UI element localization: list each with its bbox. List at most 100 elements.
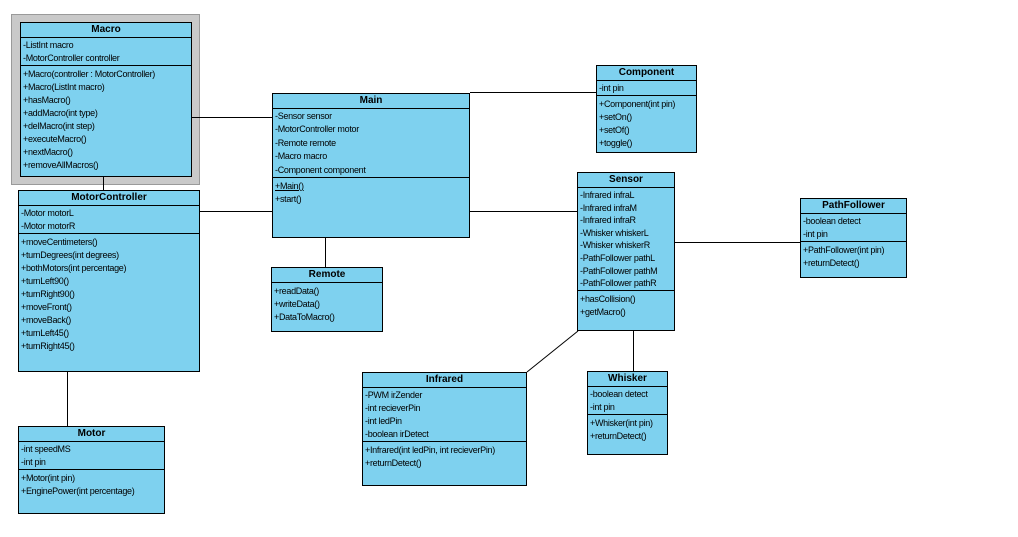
- method-row: +addMacro(int type): [23, 108, 98, 118]
- attribute-row: -int pin: [590, 402, 615, 412]
- method-row: +moveFront(): [21, 302, 72, 312]
- method-row: +returnDetect(): [365, 458, 422, 468]
- class-box-macro[interactable]: Macro -ListInt macro-MotorController con…: [20, 22, 192, 177]
- class-box-motor[interactable]: Motor -int speedMS -int pin +Motor(int pi…: [18, 426, 165, 514]
- method-row: +turnLeft45(): [21, 328, 69, 338]
- methods-compartment: +Whisker(int pin) +returnDetect(): [588, 415, 667, 454]
- attribute-row: -MotorController controller: [23, 53, 120, 63]
- methods-compartment: +Motor(int pin)+EnginePower(int percenta…: [19, 470, 164, 513]
- method-row: +Macro(controller : MotorController): [23, 69, 155, 79]
- attribute-row: -MotorController motor: [275, 124, 359, 135]
- method-row: +DataToMacro(): [274, 312, 335, 322]
- method-row: +turnRight45(): [21, 341, 75, 351]
- methods-compartment: +readData() +writeData() +DataToMacro(): [272, 283, 382, 331]
- method-row: +Main(): [275, 181, 304, 191]
- method-row: +bothMotors(int percentage): [21, 263, 127, 273]
- attribute-row: -Infrared infraR: [580, 215, 636, 226]
- method-row: +hasCollision(): [580, 294, 636, 304]
- method-row: +moveBack(): [21, 315, 71, 325]
- method-row: +executeMacro(): [23, 134, 87, 144]
- class-box-remote[interactable]: Remote +readData() +writeData() +DataToMac…: [271, 267, 383, 332]
- method-row: +turnDegrees(int degrees): [21, 250, 119, 260]
- attribute-row: -int ledPin: [365, 416, 402, 426]
- attributes-compartment: -Sensor sensor -MotorController motor -Rem…: [273, 109, 469, 178]
- attributes-compartment: -boolean detect -int pin: [588, 387, 667, 415]
- method-row: +readData(): [274, 286, 319, 296]
- attribute-row: -boolean detect: [803, 216, 861, 226]
- class-title-pathfollower: PathFollower: [801, 199, 906, 214]
- attribute-row: -boolean irDetect: [365, 429, 429, 439]
- method-row: +nextMacro(): [23, 147, 73, 157]
- attributes-compartment: -int speedMS -int pin: [19, 442, 164, 470]
- attribute-row: -PathFollower pathM: [580, 265, 658, 276]
- class-box-infrared[interactable]: Infrared -PWM irZender -int recieverPin -i…: [362, 372, 527, 486]
- class-title-remote: Remote: [272, 268, 382, 283]
- class-box-whisker[interactable]: Whisker -boolean detect -int pin +Whisker…: [587, 371, 668, 455]
- method-row: +turnLeft90(): [21, 276, 69, 286]
- attribute-row: -Whisker whiskerR: [580, 240, 650, 251]
- method-row: +turnRight90(): [21, 289, 75, 299]
- class-box-main[interactable]: Main -Sensor sensor -MotorController moto…: [272, 93, 470, 238]
- attributes-compartment: -ListInt macro -MotorController controlle…: [21, 38, 191, 66]
- method-row: +Macro(ListInt macro): [23, 82, 105, 92]
- methods-compartment: +PathFollower(int pin) +returnDetect(): [801, 242, 906, 277]
- method-row: +hasMacro(): [23, 95, 71, 105]
- attribute-row: -int speedMS: [21, 444, 71, 454]
- class-title-main: Main: [273, 94, 469, 109]
- attribute-row: -PathFollower pathL: [580, 252, 655, 263]
- methods-compartment: +Macro(controller : MotorController) +Mac…: [21, 66, 191, 176]
- method-row: +writeData(): [274, 299, 320, 309]
- edge-sensor-infrared[interactable]: [526, 330, 579, 373]
- attribute-row: -int recieverPin: [365, 403, 421, 413]
- attribute-row: -int pin: [599, 83, 624, 93]
- class-box-pathfollower[interactable]: PathFollower -boolean detect-int pin +Pa…: [800, 198, 907, 278]
- attribute-row: -Infrared infraL: [580, 190, 635, 200]
- attribute-row: -Sensor sensor: [275, 111, 332, 121]
- attribute-row: -ListInt macro: [23, 40, 74, 50]
- method-row: +getMacro(): [580, 307, 626, 317]
- attribute-row: -int pin: [21, 457, 46, 467]
- attribute-row: -Macro macro: [275, 151, 327, 162]
- method-row: +delMacro(int step): [23, 121, 95, 131]
- attribute-row: -Infrared infraM: [580, 202, 637, 213]
- attribute-row: -boolean detect: [590, 389, 648, 399]
- class-box-sensor[interactable]: Sensor -Infrared infraL-Infrared infraM-…: [577, 172, 675, 331]
- method-row: +toggle(): [599, 138, 633, 148]
- class-box-motorcontroller[interactable]: MotorController -Motor motorL-Motor moto…: [18, 190, 200, 372]
- methods-compartment: +hasCollision() +getMacro(): [578, 291, 674, 330]
- attribute-row: -Whisker whiskerL: [580, 227, 649, 238]
- class-title-motor: Motor: [19, 427, 164, 442]
- attribute-row: -Remote remote: [275, 137, 336, 148]
- attribute-row: -Motor motorL: [21, 208, 74, 218]
- method-row: +PathFollower(int pin): [803, 245, 885, 255]
- method-row: +setOf(): [599, 125, 630, 135]
- method-row: +Motor(int pin): [21, 473, 75, 483]
- attribute-row: -PathFollower pathR: [580, 278, 657, 289]
- attribute-row: -Component component: [275, 164, 366, 175]
- attributes-compartment: -PWM irZender -int recieverPin -int ledPin…: [363, 388, 526, 442]
- attributes-compartment: -boolean detect-int pin: [801, 214, 906, 242]
- method-row: +Component(int pin): [599, 99, 676, 109]
- methods-compartment: +Component(int pin) +setOn() +setOf() +togg…: [597, 96, 696, 152]
- method-row: +Infrared(int ledPin, int recieverPin): [365, 445, 495, 455]
- class-title-whisker: Whisker: [588, 372, 667, 387]
- attribute-row: -Motor motorR: [21, 221, 76, 231]
- method-row: +returnDetect(): [803, 258, 860, 268]
- attributes-compartment: -Infrared infraL -Infrared infraM -Infrare…: [578, 188, 674, 291]
- class-title-component: Component: [597, 66, 696, 81]
- class-title-motorcontroller: MotorController: [19, 191, 199, 206]
- attribute-row: -PWM irZender: [365, 390, 423, 400]
- methods-compartment: +Main()+start(): [273, 178, 469, 237]
- class-title-infrared: Infrared: [363, 373, 526, 388]
- method-row: +removeAllMacros(): [23, 160, 99, 170]
- methods-compartment: +Infrared(int ledPin, int recieverPin) +r…: [363, 442, 526, 485]
- method-row: +returnDetect(): [590, 431, 647, 441]
- method-row: +Whisker(int pin): [590, 418, 653, 428]
- attributes-compartment: -Motor motorL -Motor motorR: [19, 206, 199, 234]
- methods-compartment: +moveCentimeters()+turnDegrees(int degre…: [19, 234, 199, 371]
- method-row: +setOn(): [599, 112, 632, 122]
- class-box-component[interactable]: Component -int pin +Component(int pin) +s…: [596, 65, 697, 153]
- attributes-compartment: -int pin: [597, 81, 696, 96]
